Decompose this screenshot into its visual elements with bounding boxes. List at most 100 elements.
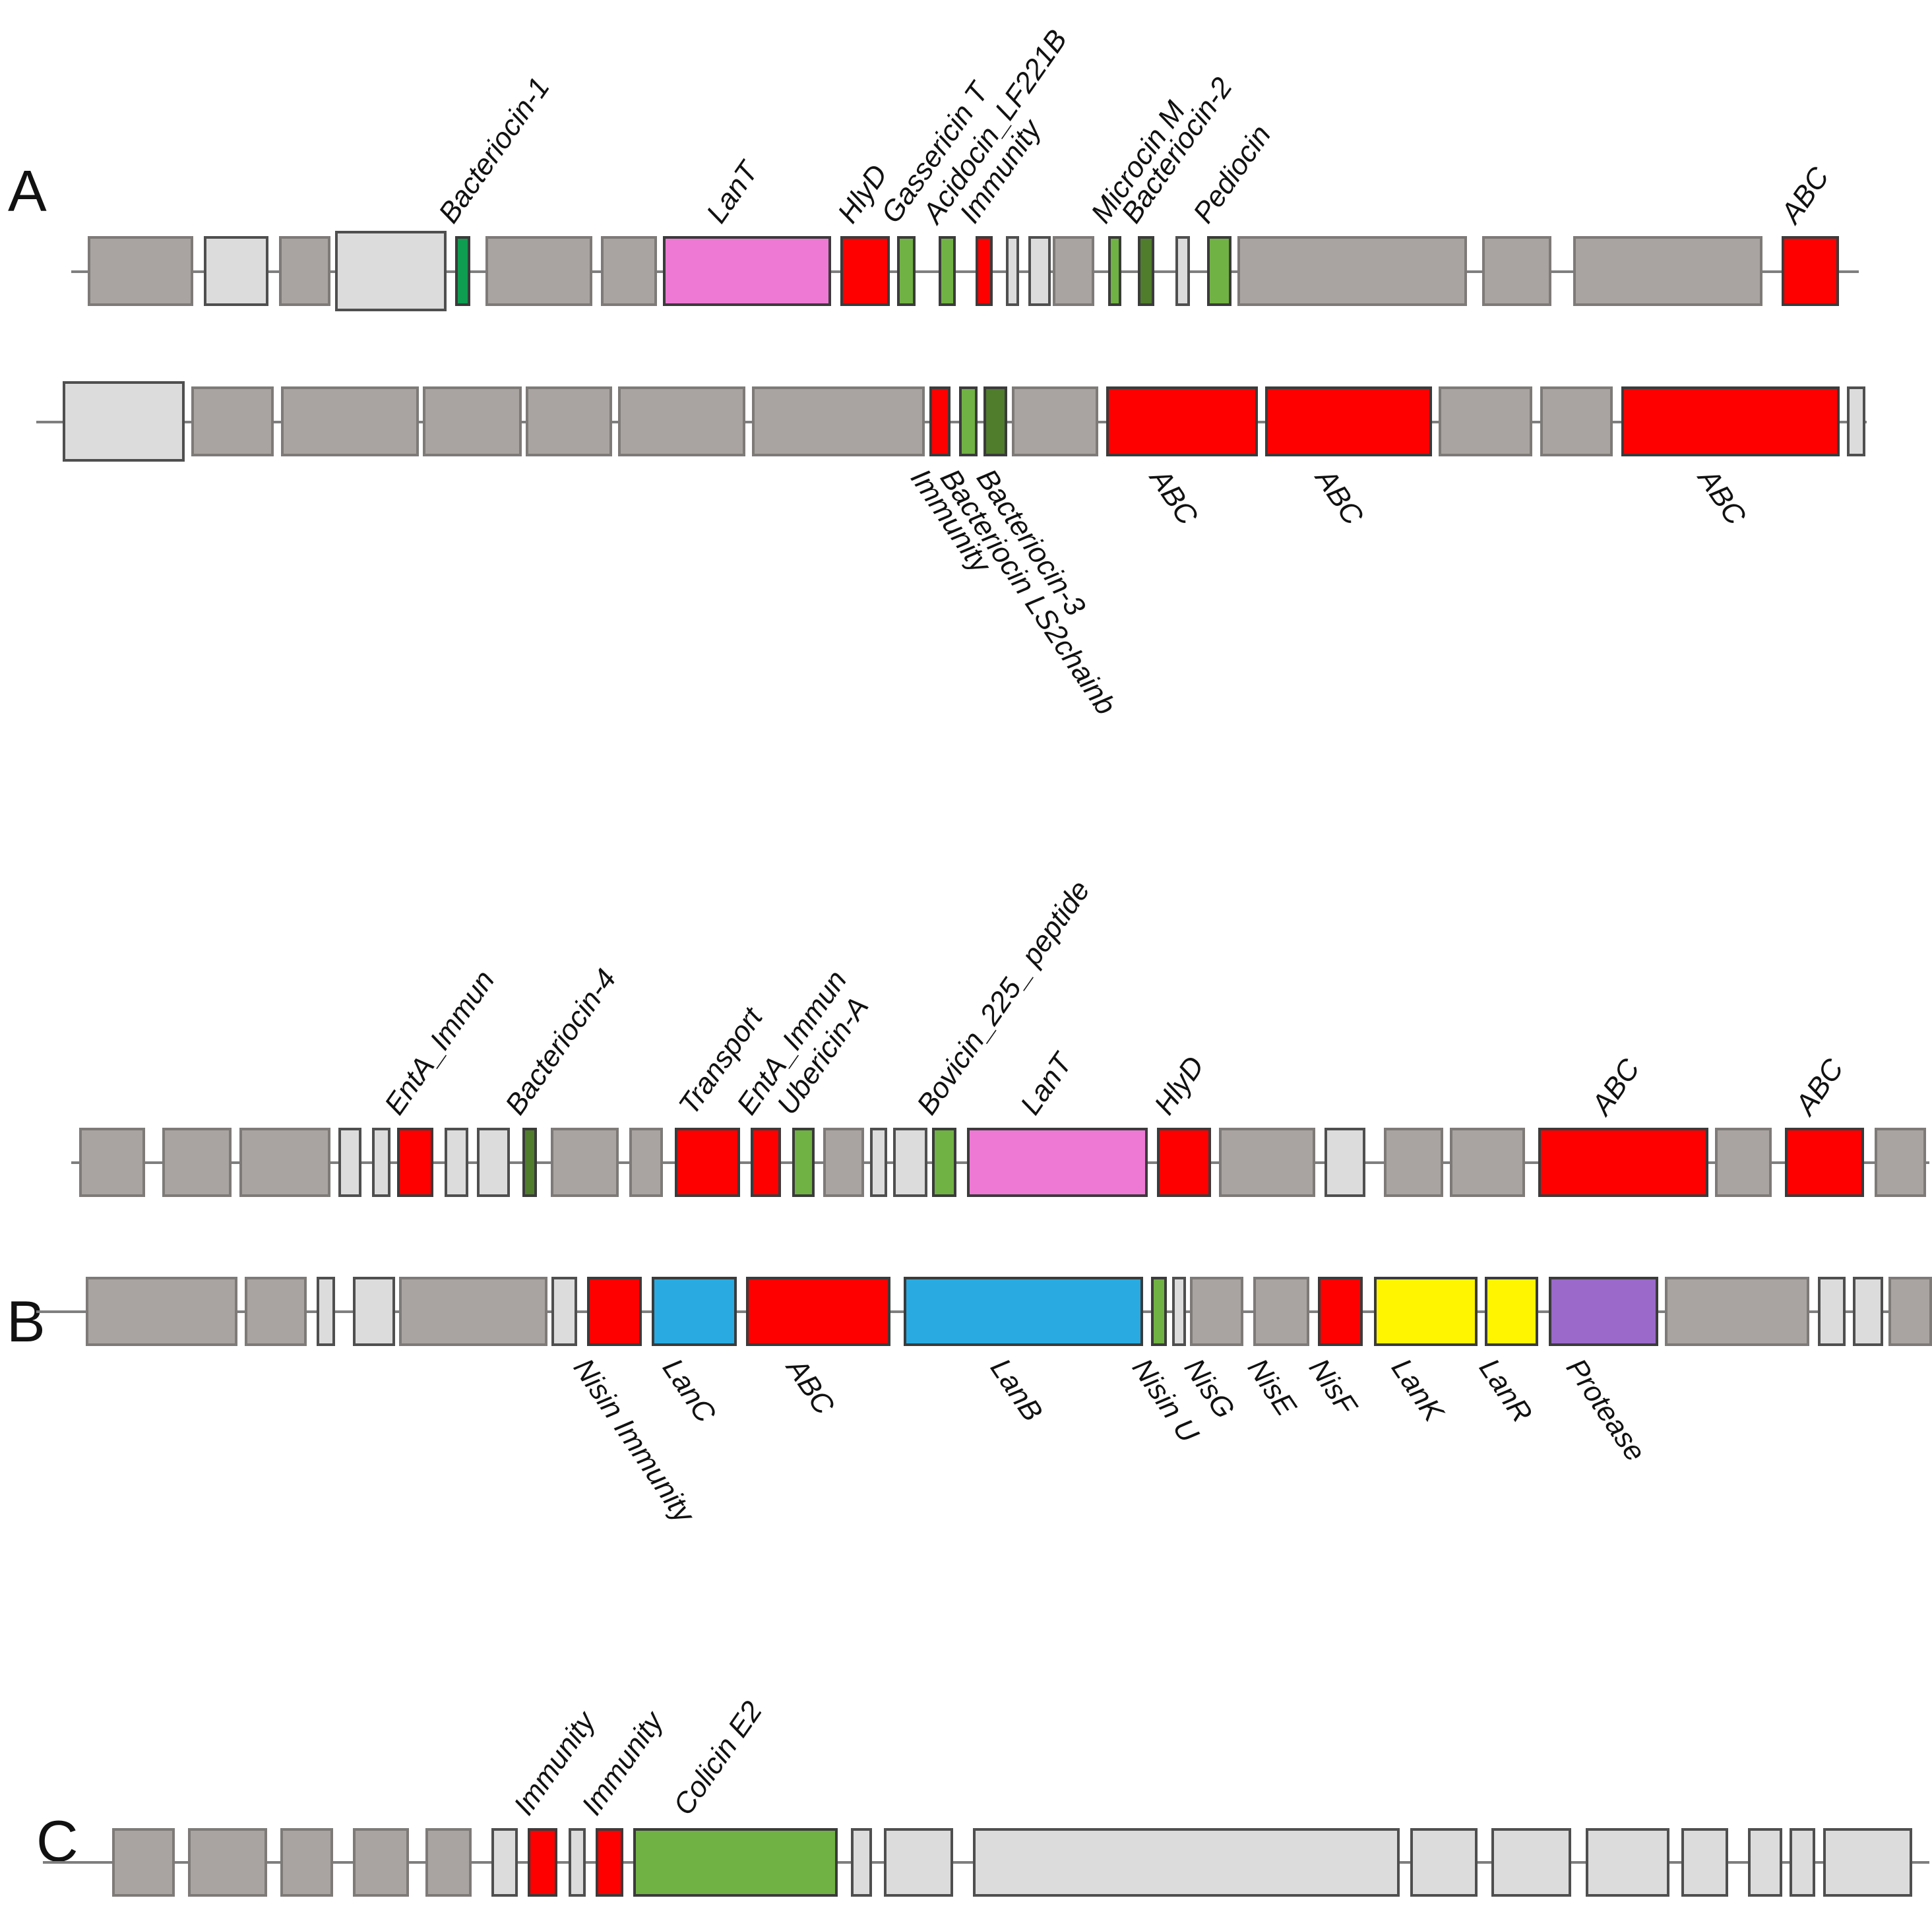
gene-box	[1006, 236, 1019, 306]
panel-letter-b: B	[7, 1289, 46, 1354]
gene-box-abc	[1621, 386, 1840, 456]
gene-label: Protease	[1559, 1353, 1652, 1467]
gene-label: ABC	[1691, 463, 1753, 531]
gene-box-lanr	[1485, 1277, 1538, 1346]
gene-box	[1237, 236, 1467, 306]
gene-box	[1012, 386, 1098, 456]
gene-box	[1172, 1277, 1186, 1346]
gene-box	[425, 1828, 472, 1897]
gene-box	[1853, 1277, 1883, 1346]
gene-box-enta-immun	[751, 1128, 781, 1197]
gene-box-ubericin-a	[792, 1128, 815, 1197]
gene-box	[1410, 1828, 1478, 1897]
gene-box	[1439, 386, 1532, 456]
gene-box-enta-immun	[397, 1128, 433, 1197]
gene-label: LanR	[1472, 1353, 1539, 1428]
gene-box-hlyd	[840, 236, 890, 306]
gene-label: NisF	[1302, 1353, 1363, 1421]
gene-box	[1875, 1128, 1926, 1197]
gene-box-lant	[663, 236, 831, 306]
gene-box	[204, 236, 268, 306]
gene-box	[551, 1277, 577, 1346]
gene-box	[335, 231, 447, 311]
genome-backbone-line	[71, 270, 1859, 273]
gene-box	[1053, 236, 1094, 306]
gene-box-immunity	[929, 386, 950, 456]
gene-box	[79, 1128, 145, 1197]
gene-box	[851, 1828, 872, 1897]
gene-box-bovicin-225-peptide	[932, 1128, 956, 1197]
gene-box	[491, 1828, 518, 1897]
gene-box-transport	[675, 1128, 740, 1197]
gene-label: Colicin E2	[667, 1695, 769, 1822]
gene-label: Bacteriocin-1	[432, 71, 556, 230]
gene-label: ABC	[1309, 463, 1370, 531]
gene-box	[353, 1828, 409, 1897]
gene-box	[1540, 386, 1613, 456]
gene-box-abc	[1782, 236, 1839, 306]
gene-label: HlyD	[1148, 1050, 1211, 1121]
gene-box	[112, 1828, 175, 1897]
gene-box	[353, 1277, 395, 1346]
gene-label: Bovicin_225_ peptide	[910, 874, 1096, 1121]
panel-letter-c: C	[36, 1808, 78, 1874]
gene-box-protease	[1549, 1277, 1658, 1346]
gene-box-immunity	[528, 1828, 557, 1897]
gene-box	[1482, 236, 1551, 306]
gene-box	[1450, 1128, 1525, 1197]
gene-box	[1384, 1128, 1443, 1197]
gene-box-nise	[1253, 1277, 1309, 1346]
gene-box	[281, 386, 419, 456]
gene-label: ABC	[1774, 161, 1836, 230]
gene-box	[973, 1828, 1400, 1897]
gene-box	[372, 1128, 390, 1197]
gene-label: ABC	[1585, 1053, 1646, 1121]
gene-box	[1586, 1828, 1669, 1897]
gene-box	[188, 1828, 267, 1897]
gene-box	[191, 386, 274, 456]
gene-box	[1715, 1128, 1772, 1197]
gene-box	[569, 1828, 586, 1897]
gene-box-bacteriocin-ls2chainb	[959, 386, 978, 456]
gene-box-gassericin-t	[897, 236, 916, 306]
gene-label: LanK	[1385, 1353, 1450, 1427]
gene-box-abc	[1106, 386, 1258, 456]
gene-box-colicin-e2	[633, 1828, 838, 1897]
gene-box	[445, 1128, 468, 1197]
gene-box	[485, 236, 592, 306]
gene-label: LanB	[983, 1353, 1049, 1427]
genome-backbone-line	[36, 421, 1867, 423]
gene-box	[317, 1277, 335, 1346]
gene-box	[884, 1828, 953, 1897]
gene-label: LanC	[656, 1353, 722, 1428]
gene-box	[1847, 386, 1865, 456]
gene-box-abc	[1785, 1128, 1864, 1197]
gene-box	[239, 1128, 330, 1197]
gene-label: EntA_Immun	[378, 964, 501, 1121]
gene-box	[1491, 1828, 1571, 1897]
gene-box-nisin-immunity	[587, 1277, 642, 1346]
gene-box	[551, 1128, 619, 1197]
gene-box	[870, 1128, 887, 1197]
gene-box	[1888, 1277, 1932, 1346]
gene-box-abc	[746, 1277, 890, 1346]
gene-box-pediocin	[1207, 236, 1231, 306]
gene-box	[279, 236, 330, 306]
gene-box-microcin-m	[1108, 236, 1121, 306]
gene-box-bacteriocin-2	[1138, 236, 1154, 306]
gene-box	[1748, 1828, 1782, 1897]
gene-box-immunity	[976, 236, 993, 306]
gene-box-bacteriocin-3	[983, 386, 1007, 456]
gene-box-abc	[1538, 1128, 1708, 1197]
gene-box	[893, 1128, 927, 1197]
gene-label: NisE	[1241, 1353, 1303, 1422]
gene-box-bacteriocin-4	[522, 1128, 537, 1197]
gene-box-hlyd	[1157, 1128, 1211, 1197]
gene-box	[1818, 1277, 1846, 1346]
gene-box	[162, 1128, 232, 1197]
gene-label: LanT	[1014, 1047, 1079, 1121]
gene-box-lank	[1374, 1277, 1478, 1346]
gene-label: Bacteriocin LS2chainb	[933, 463, 1123, 721]
gene-box	[280, 1828, 333, 1897]
gene-box-nisg	[1190, 1277, 1243, 1346]
